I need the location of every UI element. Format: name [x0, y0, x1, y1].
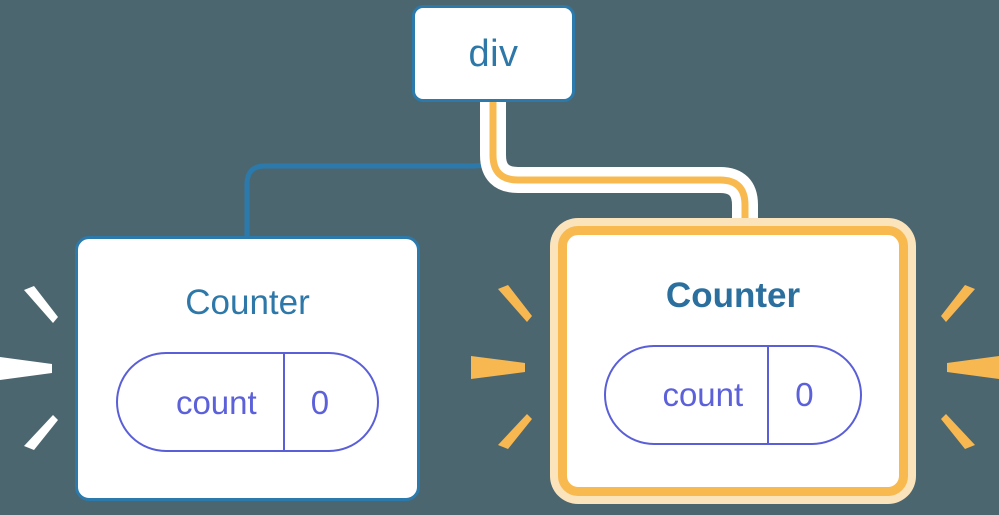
node-div[interactable]: div	[412, 5, 575, 102]
node-counter-left[interactable]: Counter count 0	[75, 236, 420, 501]
sparkles-middle-icon	[471, 285, 532, 449]
node-div-label: div	[468, 32, 519, 75]
node-counter-right[interactable]: Counter count 0	[558, 226, 908, 496]
state-pill-divider	[767, 346, 770, 443]
state-key-left: count	[175, 383, 257, 421]
edge-div-to-counter-right	[489, 102, 749, 245]
node-counter-right-label: Counter	[665, 275, 801, 315]
node-counter-left-label: Counter	[185, 283, 310, 322]
state-value-right: 0	[795, 376, 814, 413]
state-value-left: 0	[310, 383, 330, 421]
sparkles-right-icon	[941, 285, 999, 449]
state-pill-divider	[282, 354, 285, 450]
state-pill-left: count 0	[115, 352, 380, 452]
state-pill-right: count 0	[604, 344, 862, 445]
sparkles-left-outer-icon	[0, 286, 58, 450]
state-key-right: count	[662, 376, 744, 413]
